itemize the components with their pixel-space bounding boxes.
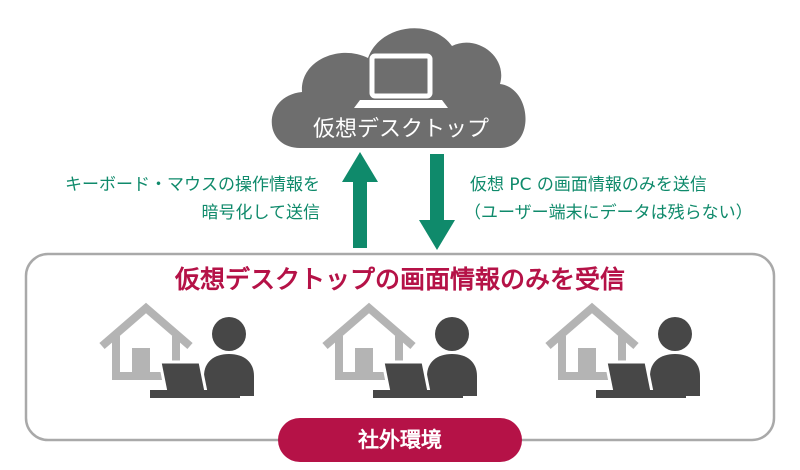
person-icon (427, 317, 477, 396)
house-icon (322, 302, 416, 380)
cloud-label: 仮想デスクトップ (313, 117, 489, 142)
remote-worker (545, 302, 700, 398)
house-icon (545, 302, 639, 380)
download-note-line2: （ユーザー端末にデータは残らない） (464, 202, 753, 223)
remote-worker (99, 302, 254, 398)
upload-arrow (342, 152, 378, 248)
external-environment-badge: 社外環境 (278, 418, 522, 462)
upload-note-line2: 暗号化して送信 (202, 203, 321, 223)
laptop-icon (596, 360, 686, 398)
virtual-desktop-cloud: 仮想デスクトップ (271, 28, 526, 148)
remote-worker (322, 302, 477, 398)
house-icon (99, 302, 193, 380)
environment-headline: 仮想デスクトップの画面情報のみを受信 (174, 265, 625, 294)
laptop-icon (373, 360, 463, 398)
upload-note-line1: キーボード・マウスの操作情報を (65, 175, 320, 195)
laptop-icon (354, 53, 448, 108)
person-icon (650, 317, 700, 396)
download-note-line1: 仮想 PC の画面情報のみを送信 (470, 175, 707, 195)
person-icon (204, 317, 254, 396)
download-arrow (419, 154, 455, 250)
laptop-icon (150, 360, 240, 398)
badge-label: 社外環境 (357, 428, 442, 452)
cloud-shape (271, 28, 526, 148)
